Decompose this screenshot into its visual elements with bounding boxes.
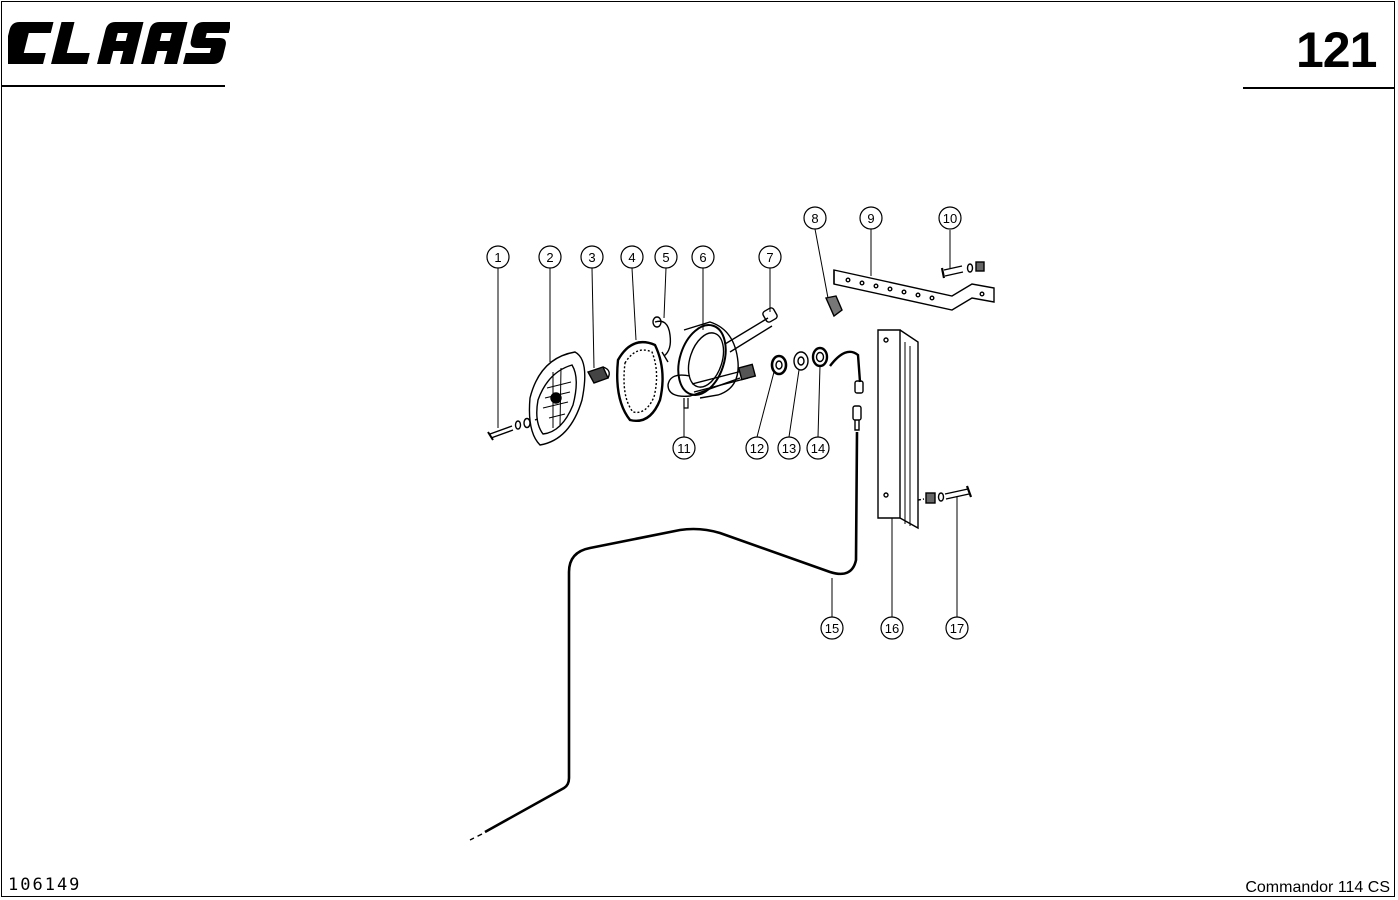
part-17-bolt (917, 485, 973, 504)
callout-8: 8 (811, 211, 818, 226)
pipe-upper-segment (829, 350, 862, 383)
callout-4: 4 (628, 250, 635, 265)
callout-14: 14 (811, 441, 825, 456)
part-14-nut (811, 346, 829, 368)
part-10-bolt (940, 261, 985, 279)
pipe-fitting-lower-cap (854, 420, 860, 431)
part-6-lamp-housing (667, 307, 778, 409)
callout-3: 3 (588, 250, 595, 265)
callout-16: 16 (885, 621, 899, 636)
callout-circles (486, 206, 969, 640)
drawing-number: 106149 (8, 875, 82, 895)
part-3-bulb (586, 366, 610, 384)
claas-logo (8, 22, 230, 64)
callout-15: 15 (825, 621, 839, 636)
callout-13: 13 (782, 441, 796, 456)
part-2-lamp-lens (528, 351, 586, 446)
logo-underline (1, 85, 225, 87)
callout-11: 11 (677, 441, 691, 456)
pipe-fitting-upper (854, 380, 864, 394)
part-5-wire (652, 316, 672, 363)
pipe-fitting-lower (852, 405, 862, 421)
pipe-line (484, 431, 859, 834)
part-9-bracket (833, 269, 995, 311)
model-name: Commandor 114 CS (1245, 879, 1390, 896)
pipe-dash-end (469, 833, 483, 841)
part-1-bolt (487, 417, 541, 441)
callout-9: 9 (867, 211, 874, 226)
callout-2: 2 (546, 250, 553, 265)
callout-10: 10 (943, 211, 957, 226)
part-13-washer (793, 351, 809, 371)
part-12-washer (770, 354, 788, 376)
callout-6: 6 (699, 250, 706, 265)
callout-12: 12 (750, 441, 764, 456)
callout-5: 5 (662, 250, 669, 265)
page-number: 121 (1296, 22, 1377, 78)
part-4-gasket (616, 340, 664, 422)
part-16-channel (877, 329, 919, 530)
page-number-underline (1243, 87, 1395, 89)
leader-lines (497, 228, 958, 617)
callout-17: 17 (950, 621, 964, 636)
part-8-clip (825, 295, 843, 318)
callout-1: 1 (494, 250, 501, 265)
callout-7: 7 (766, 250, 773, 265)
